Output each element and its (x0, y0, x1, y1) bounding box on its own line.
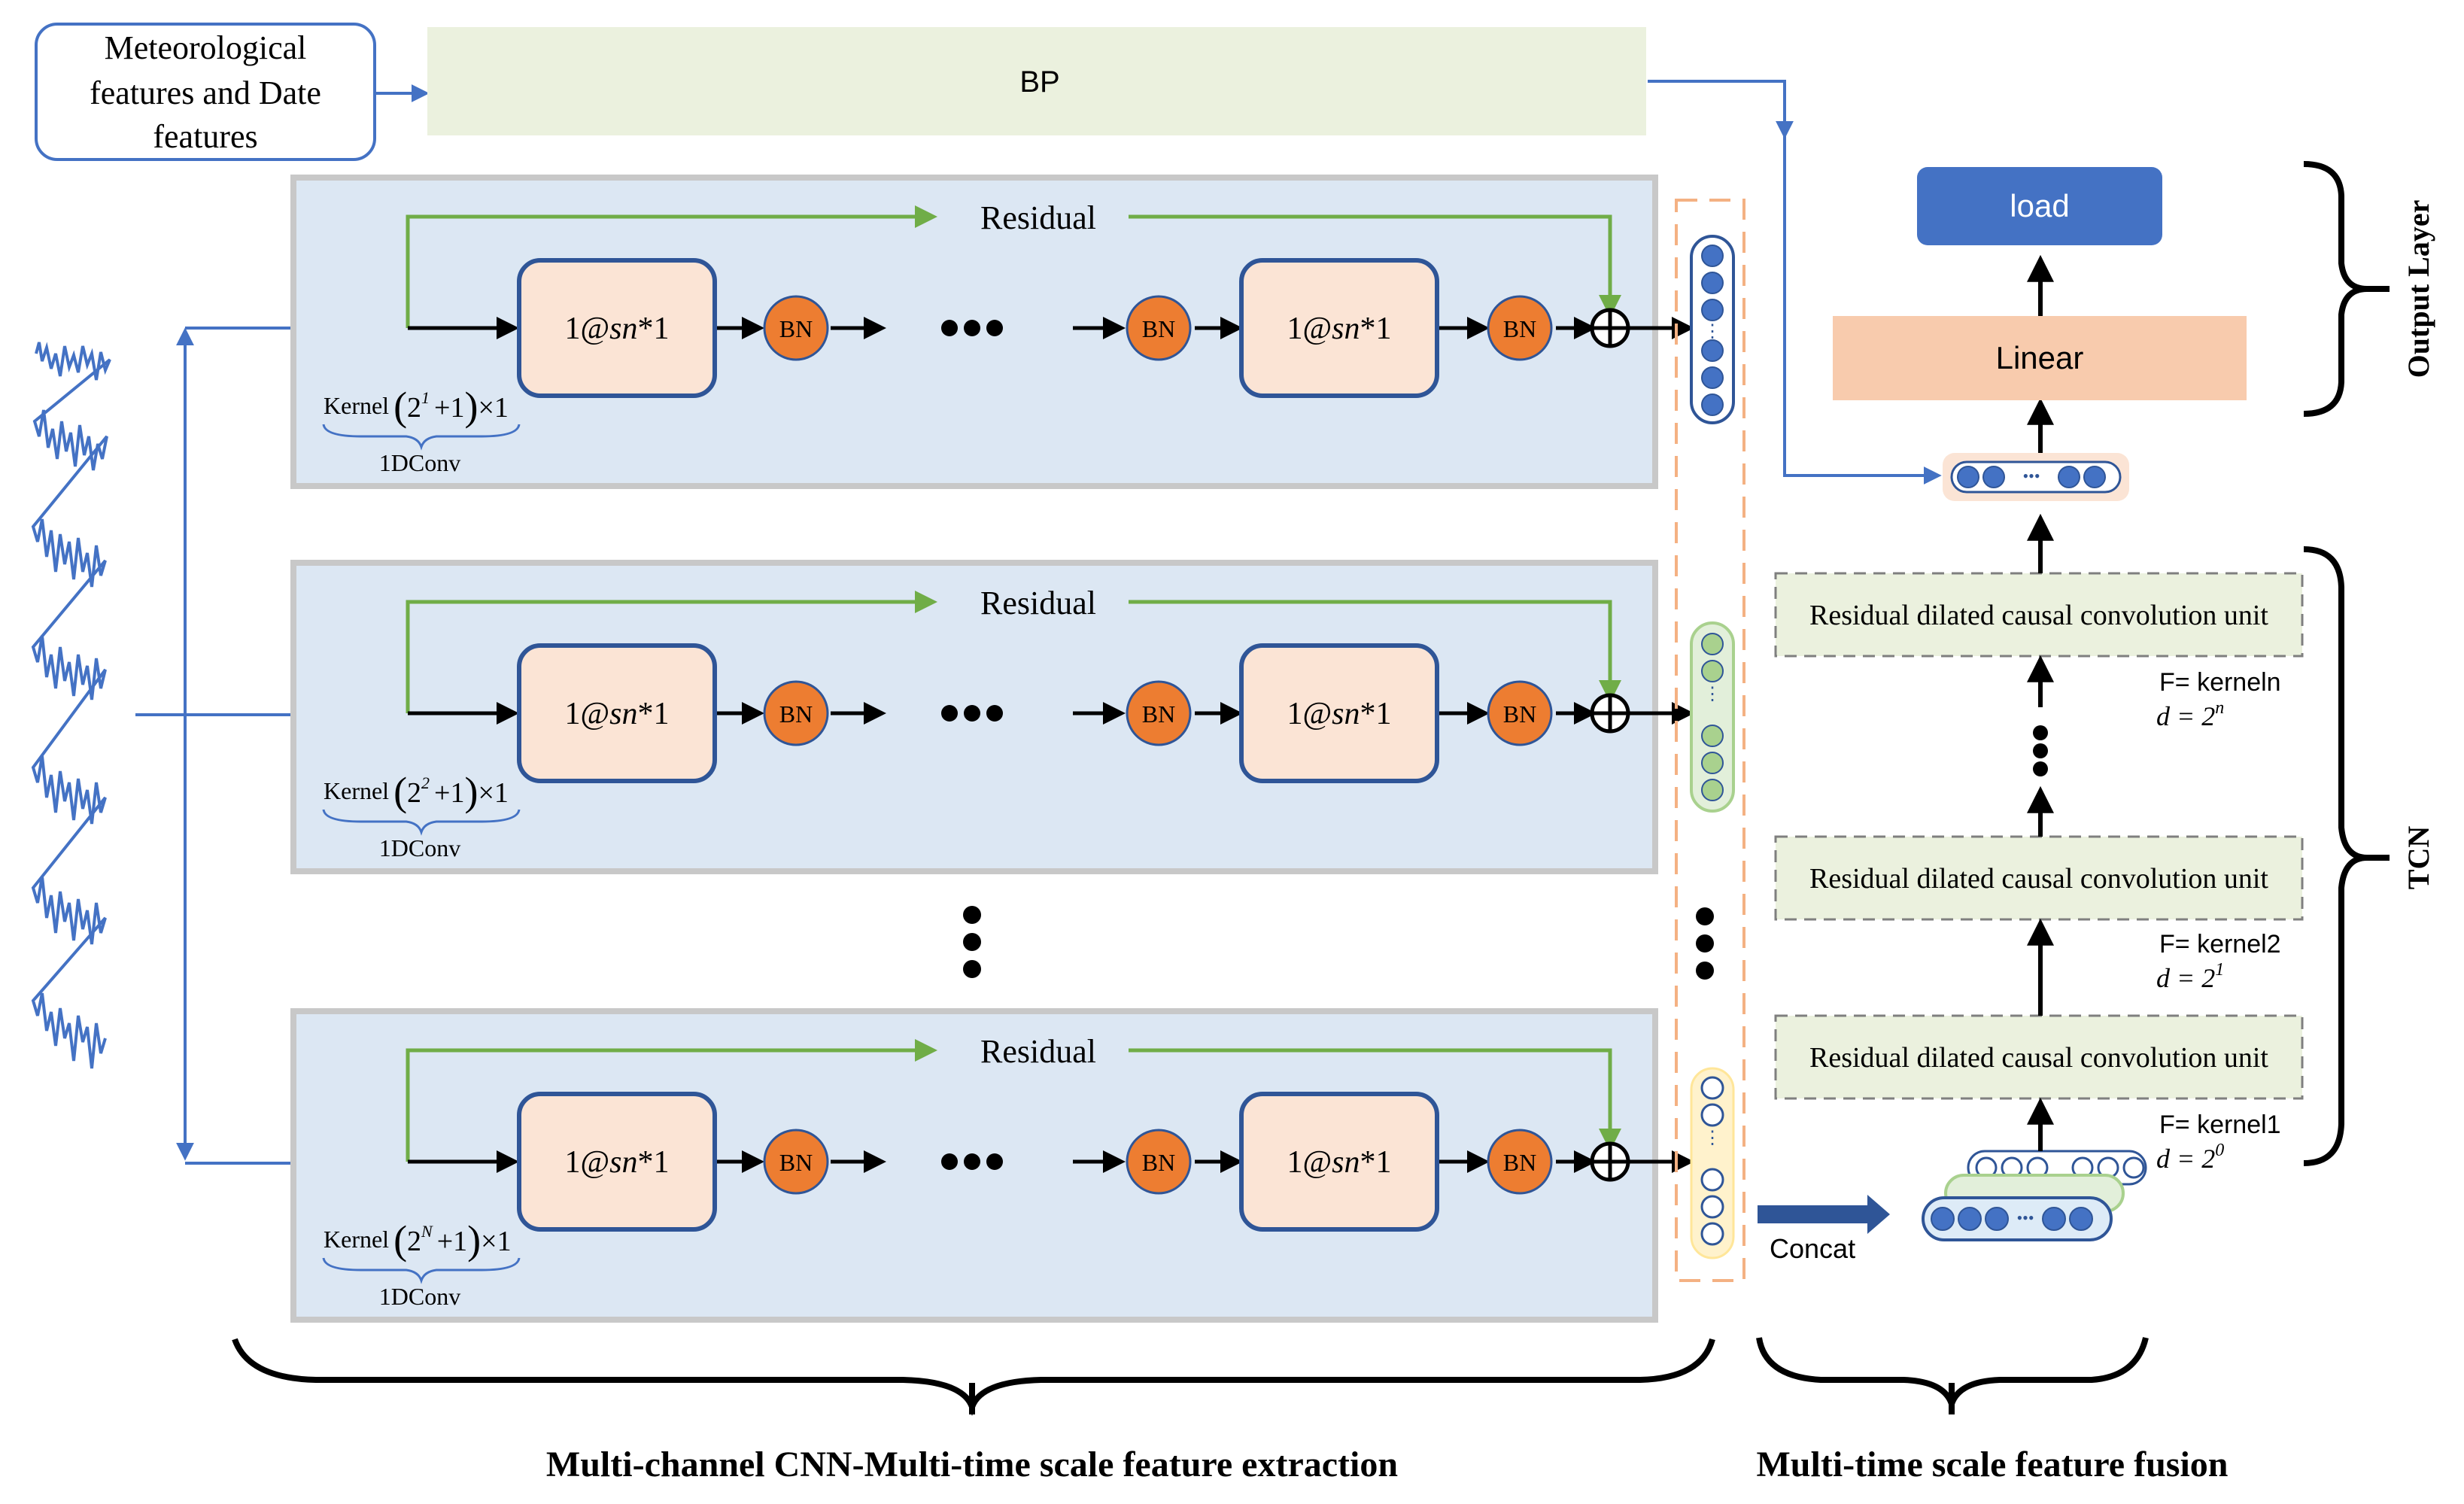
bp-output-arrow (1648, 80, 1794, 139)
tcn-unit-2: Residual dilated causal convolution unit… (1774, 835, 2304, 993)
svg-text:BN: BN (1142, 700, 1175, 728)
input-box-line2: features and Date (90, 74, 321, 111)
tcn-ellipsis (2033, 725, 2048, 776)
bn-node: BN (763, 295, 829, 361)
extraction-label: Multi-channel CNN-Multi-time scale featu… (546, 1445, 1398, 1484)
linear-label: Linear (1996, 340, 2084, 375)
channel-ellipsis (963, 906, 981, 978)
kernel-size-label: Kernel(21+1)×1 1DConv (322, 384, 521, 476)
svg-text:1@sn*1: 1@sn*1 (1287, 697, 1391, 731)
bn-node: BN (763, 1129, 829, 1195)
residual-sum-node (1590, 693, 1630, 734)
load-label: load (2010, 188, 2069, 223)
bn-node: BN (1126, 680, 1192, 746)
block-ellipsis (941, 705, 1003, 722)
svg-text:⋮: ⋮ (1703, 685, 1721, 704)
bp-block: BP (427, 27, 1646, 135)
channel-panel-3: Residual 1@sn*1 1@sn*1 BN BN BN Kernel(2N+1)×1… (290, 1008, 1694, 1323)
svg-text:d = 2n: d = 2n (2156, 698, 2224, 731)
svg-text:Kernel(2N+1)×1: Kernel(2N+1)×1 (324, 1217, 512, 1262)
residual-label: Residual (980, 585, 1096, 621)
tcn-brace (2303, 546, 2368, 1166)
feature-vector-n: ⋮ (1690, 1067, 1735, 1259)
svg-text:d = 20: d = 20 (2156, 1141, 2224, 1174)
svg-text:Kernel(21+1)×1: Kernel(21+1)×1 (324, 384, 509, 429)
bn-node: BN (1126, 1129, 1192, 1195)
bp-to-feature-arrow (1783, 135, 1942, 485)
tcn-unit-2-kernel: F= kernel2 (2159, 930, 2281, 959)
output-layer-brace (2303, 161, 2368, 417)
fused-feature-vector: ••• (1943, 453, 2129, 501)
svg-text:1@sn*1: 1@sn*1 (564, 697, 669, 731)
svg-text:Kernel(22+1)×1: Kernel(22+1)×1 (324, 769, 509, 814)
conv-block-last: 1@sn*1 (1239, 643, 1439, 783)
svg-text:1@sn*1: 1@sn*1 (1287, 311, 1391, 346)
residual-sum-node (1590, 308, 1630, 348)
svg-text:BN: BN (1503, 700, 1536, 728)
input-box-line1: Meteorological (105, 29, 307, 66)
svg-text:BN: BN (779, 1149, 813, 1176)
channel-panel-1: Residual 1@sn*1 1@sn*1 BN BN BN Kernel(21+1)×1… (290, 175, 1694, 489)
bn-node: BN (1487, 680, 1553, 746)
conv-block-first: 1@sn*1 (517, 643, 717, 783)
concat-region (1675, 199, 1745, 1282)
bp-label: BP (1019, 65, 1059, 99)
svg-text:BN: BN (1503, 315, 1536, 342)
svg-text:1DConv: 1DConv (379, 449, 460, 476)
svg-text:BN: BN (1503, 1149, 1536, 1176)
svg-text:BN: BN (1142, 1149, 1175, 1176)
conv-block-last: 1@sn*1 (1239, 258, 1439, 398)
svg-text:Residual dilated causal convol: Residual dilated causal convolution unit (1809, 863, 2268, 895)
tcn-unit-n-kernel: F= kerneln (2159, 668, 2281, 697)
svg-text:⋮: ⋮ (1703, 322, 1721, 342)
output-layer-label: Output Layer (2402, 200, 2435, 378)
tcn-unit-n: Residual dilated causal convolution unit… (1774, 572, 2304, 731)
tcn-label: TCN (2402, 826, 2435, 890)
bn-node: BN (1487, 295, 1553, 361)
channel-panel-2: Residual 1@sn*1 1@sn*1 BN BN BN Kernel(22+1)×1… (290, 560, 1694, 874)
svg-text:BN: BN (1142, 315, 1175, 342)
input-load-signal (31, 342, 111, 1069)
residual-label: Residual (980, 1033, 1096, 1070)
kernel-size-label: Kernel(2N+1)×1 1DConv (322, 1217, 521, 1310)
bn-node: BN (1126, 295, 1192, 361)
kernel-size-label: Kernel(22+1)×1 1DConv (322, 769, 521, 861)
feature-vector-ellipsis (1696, 907, 1714, 980)
svg-text:d = 21: d = 21 (2156, 960, 2224, 993)
svg-text:Residual dilated causal convol: Residual dilated causal convolution unit (1809, 600, 2268, 631)
svg-text:1@sn*1: 1@sn*1 (564, 311, 669, 346)
load-output: load (1917, 167, 2162, 245)
conv-block-last: 1@sn*1 (1239, 1092, 1439, 1232)
svg-text:•••: ••• (2022, 466, 2040, 485)
feature-vector-2: ⋮ (1690, 621, 1735, 813)
svg-text:⋮: ⋮ (1703, 1129, 1721, 1148)
concat-label: Concat (1770, 1233, 1855, 1264)
svg-text:1@sn*1: 1@sn*1 (564, 1145, 669, 1180)
fusion-label: Multi-time scale feature fusion (1757, 1445, 2229, 1484)
tcn-input-vectors: ••• (1922, 1150, 2147, 1241)
bn-node: BN (763, 680, 829, 746)
tcn-unit-1-kernel: F= kernel1 (2159, 1111, 2281, 1139)
conv-block-first: 1@sn*1 (517, 258, 717, 398)
linear-layer: Linear (1833, 316, 2247, 400)
svg-text:Residual dilated causal convol: Residual dilated causal convolution unit (1809, 1042, 2268, 1074)
svg-text:1DConv: 1DConv (379, 1283, 460, 1310)
feature-vector-1: ⋮ (1690, 235, 1735, 424)
svg-text:1@sn*1: 1@sn*1 (1287, 1145, 1391, 1180)
bn-node: BN (1487, 1129, 1553, 1195)
residual-sum-node (1590, 1141, 1630, 1182)
input-box-line3: features (153, 118, 257, 155)
conv-block-first: 1@sn*1 (517, 1092, 717, 1232)
block-ellipsis (941, 1153, 1003, 1170)
block-ellipsis (941, 320, 1003, 336)
input-features-box: Meteorological features and Date feature… (35, 23, 376, 161)
svg-text:•••: ••• (2016, 1208, 2034, 1227)
svg-text:1DConv: 1DConv (379, 834, 460, 861)
concat-arrow: Concat (1758, 1195, 1890, 1264)
tcn-unit-1: Residual dilated causal convolution unit… (1774, 1014, 2304, 1174)
svg-text:BN: BN (779, 700, 813, 728)
svg-text:BN: BN (779, 315, 813, 342)
residual-label: Residual (980, 199, 1096, 236)
